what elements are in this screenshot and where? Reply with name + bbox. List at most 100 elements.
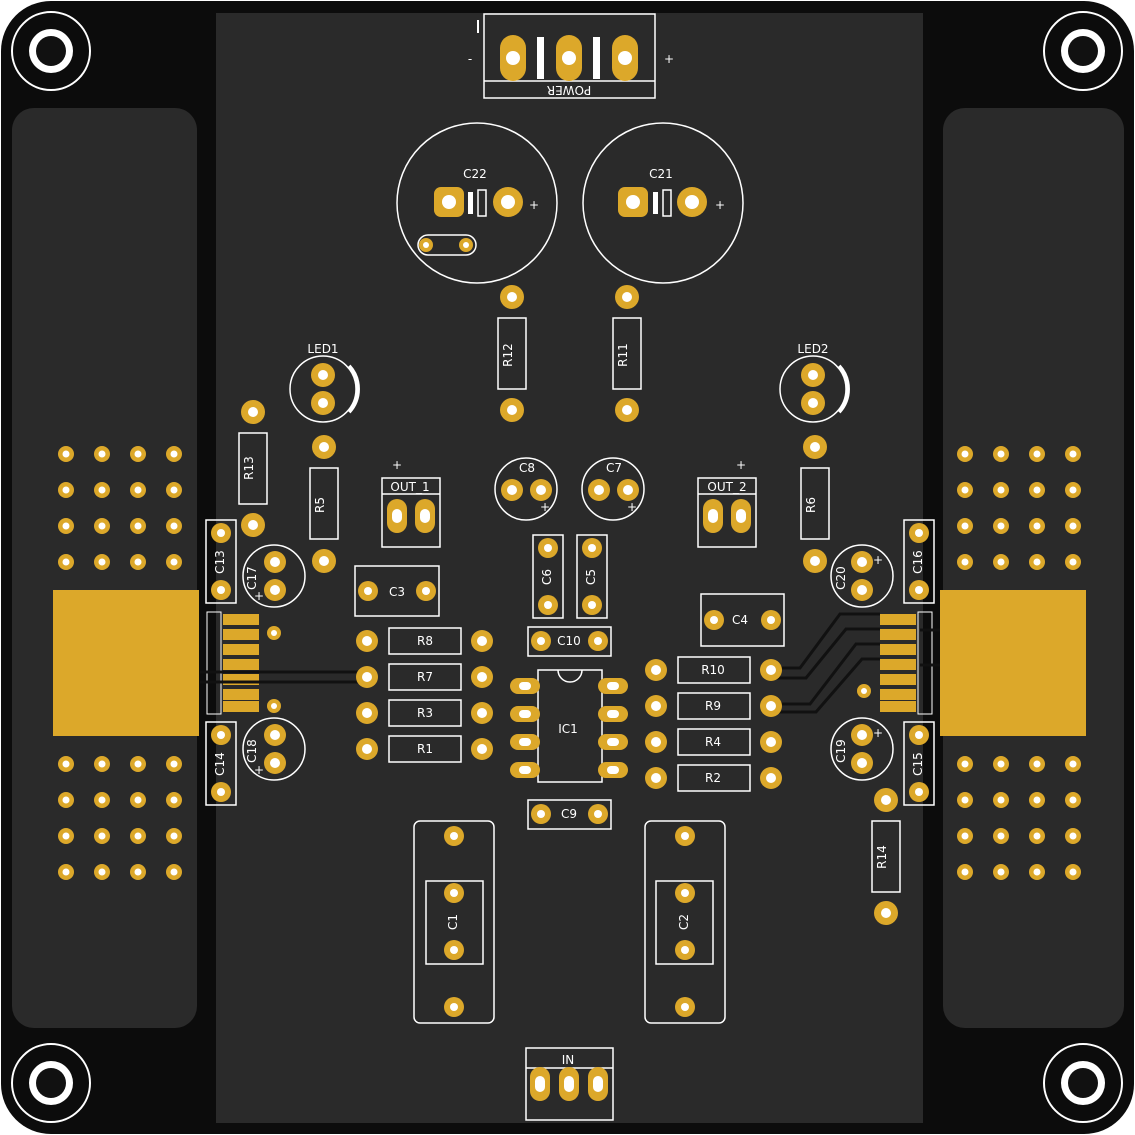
capacitor-c15: C15 <box>903 721 935 806</box>
power-label: POWER <box>547 83 591 97</box>
grid-pad <box>166 518 182 534</box>
resistor-r13-pad-2 <box>241 513 265 537</box>
resistor-r2: R2 <box>645 764 782 792</box>
grid-pad <box>993 482 1009 498</box>
led1-label: LED1 <box>307 342 338 356</box>
grid-pad <box>1065 864 1081 880</box>
c7-label: C7 <box>606 461 622 475</box>
resistor-r6-pad-2 <box>803 549 827 573</box>
grid-pad <box>58 828 74 844</box>
capacitor-c21: + C21 <box>582 122 744 284</box>
grid-pad <box>130 828 146 844</box>
grid-pad <box>94 828 110 844</box>
c4-label: C4 <box>732 613 748 627</box>
c21-label: C21 <box>649 167 673 181</box>
grid-pad <box>130 518 146 534</box>
grid-pad <box>94 482 110 498</box>
c2-label: C2 <box>677 914 691 930</box>
c1-label: C1 <box>446 914 460 930</box>
grid-pad <box>58 864 74 880</box>
grid-pad <box>94 756 110 772</box>
grid-pad <box>993 828 1009 844</box>
capacitor-c4: C4 <box>700 593 785 647</box>
grid-pad <box>94 446 110 462</box>
r7-label: R7 <box>417 670 433 684</box>
capacitor-c9: C9 <box>527 799 612 830</box>
grid-pad <box>58 792 74 808</box>
grid-pad <box>957 756 973 772</box>
edge-connector-right <box>940 590 1086 736</box>
grid-pad <box>993 864 1009 880</box>
capacitor-c19: C19 + <box>830 717 894 781</box>
c3-label: C3 <box>389 585 405 599</box>
c17-plus: + <box>254 589 264 603</box>
edge-connector-left <box>53 590 199 736</box>
power-minus: - <box>468 52 472 66</box>
c8-plus: + <box>540 500 550 514</box>
out1-label: OUT_1 <box>390 480 429 494</box>
resistor-r3: R3 <box>356 699 493 727</box>
grid-pad <box>957 828 973 844</box>
resistor-r5-pad-2 <box>312 549 336 573</box>
grid-pad <box>1065 756 1081 772</box>
mounting-hole-bottom-right <box>1043 1043 1123 1123</box>
c20-plus: + <box>873 553 883 567</box>
resistor-r14 <box>871 788 901 925</box>
c7-plus: + <box>627 500 637 514</box>
out1-plus: + <box>392 458 402 472</box>
grid-pad <box>1029 756 1045 772</box>
resistor-r11-pad-2 <box>615 398 639 422</box>
grid-pad <box>166 828 182 844</box>
resistor-r10: R10 <box>645 656 782 684</box>
capacitor-c2: C2 <box>644 820 726 1024</box>
mounting-hole-bottom-left <box>11 1043 91 1123</box>
grid-pad <box>957 554 973 570</box>
resistor-r13 <box>238 400 268 537</box>
in-label: IN <box>562 1053 575 1067</box>
ic1-chip: IC1 <box>510 669 628 783</box>
r14-label: R14 <box>875 845 889 869</box>
r1-label: R1 <box>417 742 433 756</box>
grid-pad <box>166 446 182 462</box>
resistor-r6-pad-1 <box>803 435 827 459</box>
capacitor-c10: C10 <box>527 626 612 657</box>
components <box>238 285 901 925</box>
grid-pad <box>1065 828 1081 844</box>
r3-label: R3 <box>417 706 433 720</box>
capacitor-c13: C13 <box>205 519 237 604</box>
capacitor-c18: C18 + <box>242 717 306 781</box>
out2-plus: + <box>736 458 746 472</box>
c20-label: C20 <box>834 566 848 590</box>
smd-pads-left <box>206 611 259 715</box>
grid-pad <box>957 446 973 462</box>
c22-label: C22 <box>463 167 487 181</box>
led2-label: LED2 <box>797 342 828 356</box>
grid-pad <box>166 554 182 570</box>
smd-pads-right <box>880 611 933 715</box>
r9-label: R9 <box>705 699 721 713</box>
c15-label: C15 <box>911 752 925 776</box>
grid-pad <box>94 554 110 570</box>
resistor-r8: R8 <box>356 627 493 655</box>
grid-pad <box>993 756 1009 772</box>
mounting-hole-top-right <box>1043 11 1123 91</box>
grid-pad <box>957 864 973 880</box>
grid-pad <box>1029 446 1045 462</box>
led-2: LED2 <box>779 342 850 423</box>
capacitor-c6: C6 <box>532 534 564 619</box>
capacitor-c20: C20 + <box>830 544 894 608</box>
c21-plus: + <box>715 198 725 212</box>
grid-pad <box>957 792 973 808</box>
capacitor-c8: C8 + <box>494 457 558 521</box>
grid-pad <box>1029 554 1045 570</box>
grid-pad <box>130 482 146 498</box>
grid-pad <box>58 756 74 772</box>
grid-pad <box>94 792 110 808</box>
grid-pad <box>1029 828 1045 844</box>
r10-label: R10 <box>701 663 725 677</box>
resistor-r5-pad-1 <box>312 435 336 459</box>
r2-label: R2 <box>705 771 721 785</box>
c6-label: C6 <box>540 569 554 585</box>
ic1-label: IC1 <box>558 722 578 736</box>
out1-connector: OUT_1 + <box>381 458 441 548</box>
